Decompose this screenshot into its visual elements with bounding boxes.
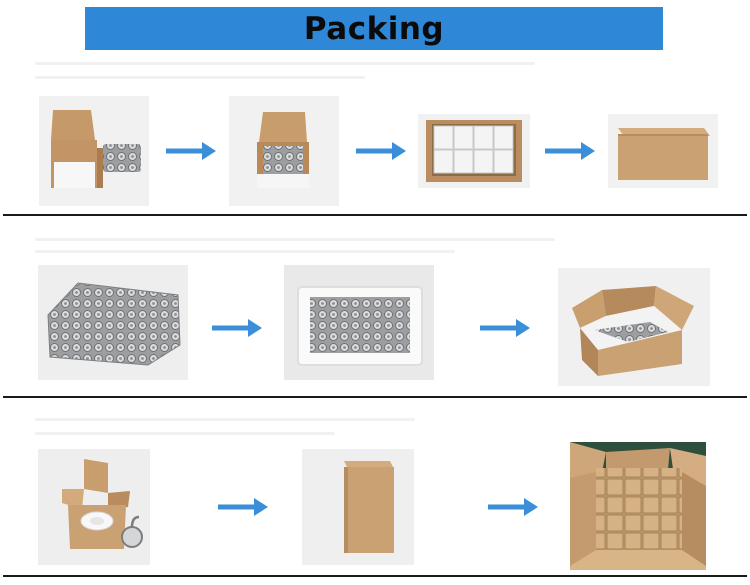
photo-foam-tray-in-open-carton — [558, 268, 710, 386]
arrow-right-icon — [545, 141, 595, 161]
row-divider — [3, 214, 747, 216]
faded-text-line — [35, 76, 365, 79]
arrow-right-icon — [488, 497, 538, 517]
photo-closed-carton — [608, 114, 718, 188]
photo-closed-kraft-box — [302, 449, 414, 565]
photo-pile-of-magnetic-hooks — [38, 265, 188, 380]
photo-hooks-in-foam-tray — [284, 265, 434, 380]
faded-text-line — [35, 418, 415, 421]
faded-text-line — [35, 250, 455, 253]
row-divider — [3, 575, 747, 577]
arrow-right-icon — [212, 318, 262, 338]
row-divider — [3, 396, 747, 398]
page-title: Packing — [303, 10, 445, 47]
faded-text-line — [35, 432, 335, 435]
arrow-right-icon — [218, 497, 268, 517]
packing-header-banner: Packing — [85, 7, 663, 50]
photo-hooks-beside-open-white-box — [39, 96, 149, 206]
faded-text-line — [35, 238, 555, 241]
arrow-right-icon — [356, 141, 406, 161]
photo-white-boxes-in-carton — [418, 114, 530, 188]
arrow-right-icon — [166, 141, 216, 161]
photo-hook-with-open-kraft-box-and-foam — [38, 449, 150, 565]
faded-text-line — [35, 62, 535, 65]
photo-hooks-inside-white-box — [229, 96, 339, 206]
photo-kraft-boxes-in-open-carton — [570, 442, 706, 570]
arrow-right-icon — [480, 318, 530, 338]
